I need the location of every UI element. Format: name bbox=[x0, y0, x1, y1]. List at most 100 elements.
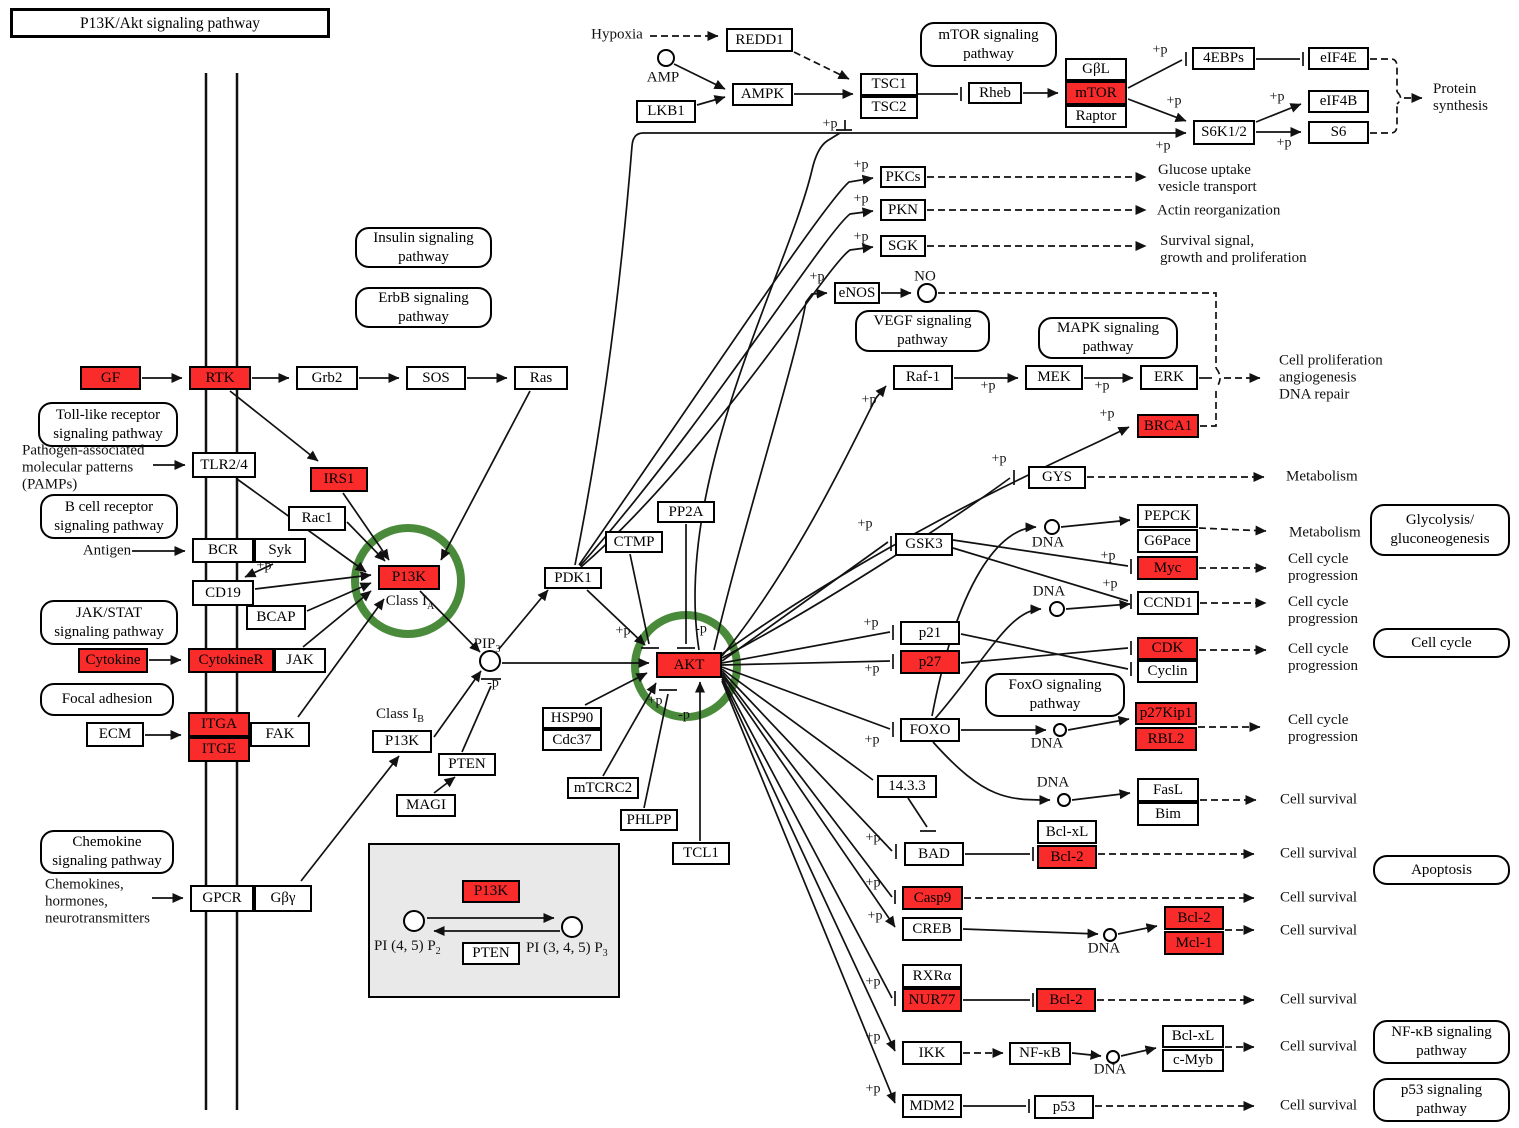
node-brca1[interactable]: BRCA1 bbox=[1137, 414, 1199, 438]
node-bad[interactable]: BAD bbox=[904, 842, 964, 866]
node-rxra[interactable]: RXRα bbox=[902, 964, 962, 988]
node-pepck[interactable]: PEPCK bbox=[1137, 504, 1198, 528]
node-erk[interactable]: ERK bbox=[1140, 365, 1198, 390]
node-cyclin[interactable]: Cyclin bbox=[1137, 660, 1198, 683]
node-gpcr[interactable]: GPCR bbox=[190, 885, 254, 912]
node-eif4b[interactable]: eIF4B bbox=[1308, 90, 1369, 113]
node-syk[interactable]: Syk bbox=[254, 538, 306, 563]
node-p27kip1[interactable]: p27Kip1 bbox=[1135, 702, 1197, 725]
node-tcl1[interactable]: TCL1 bbox=[672, 842, 730, 865]
node-tlr24[interactable]: TLR2/4 bbox=[192, 452, 256, 478]
node-gys[interactable]: GYS bbox=[1028, 466, 1086, 489]
node-raptor[interactable]: Raptor bbox=[1065, 105, 1127, 128]
node-s6k12[interactable]: S6K1/2 bbox=[1193, 120, 1255, 145]
pathway-mapk[interactable]: MAPK signaling pathway bbox=[1038, 317, 1178, 359]
node-ccnd1[interactable]: CCND1 bbox=[1137, 591, 1199, 615]
pathway-apoptosis[interactable]: Apoptosis bbox=[1373, 855, 1510, 885]
node-pten[interactable]: PTEN bbox=[438, 753, 496, 776]
node-g6pace[interactable]: G6Pace bbox=[1137, 529, 1198, 553]
node-cytokiner[interactable]: CytokineR bbox=[188, 648, 274, 673]
node-ecm[interactable]: ECM bbox=[86, 722, 144, 747]
node-mtor[interactable]: mTOR bbox=[1065, 81, 1127, 105]
node-pkcs[interactable]: PKCs bbox=[880, 166, 926, 188]
node-rheb[interactable]: Rheb bbox=[968, 82, 1022, 104]
node-p27[interactable]: p27 bbox=[900, 650, 960, 674]
pathway-toll[interactable]: Toll-like receptor signaling pathway bbox=[38, 402, 178, 447]
node-cdc37[interactable]: Cdc37 bbox=[542, 729, 602, 751]
node-s6[interactable]: S6 bbox=[1308, 121, 1369, 144]
node-akt[interactable]: AKT bbox=[656, 652, 722, 678]
node-redd1[interactable]: REDD1 bbox=[726, 28, 793, 52]
node-pkn[interactable]: PKN bbox=[880, 199, 926, 221]
node-mek[interactable]: MEK bbox=[1025, 365, 1083, 390]
node-4ebps[interactable]: 4EBPs bbox=[1192, 47, 1255, 70]
node-jak[interactable]: JAK bbox=[274, 648, 326, 673]
node-p13k-classib[interactable]: P13K bbox=[372, 730, 432, 753]
pathway-mtor[interactable]: mTOR signaling pathway bbox=[920, 22, 1057, 67]
node-lkb1[interactable]: LKB1 bbox=[636, 100, 696, 123]
node-bclxl-1[interactable]: Bcl-xL bbox=[1037, 820, 1097, 844]
pathway-erbb[interactable]: ErbB signaling pathway bbox=[355, 287, 492, 328]
node-pdk1[interactable]: PDK1 bbox=[544, 567, 602, 589]
inset-p13k[interactable]: P13K bbox=[462, 880, 520, 903]
node-bim[interactable]: Bim bbox=[1137, 802, 1199, 826]
node-gbg[interactable]: Gβγ bbox=[254, 885, 312, 912]
node-rac1[interactable]: Rac1 bbox=[288, 506, 346, 531]
node-magi[interactable]: MAGI bbox=[396, 794, 456, 817]
node-cytokine[interactable]: Cytokine bbox=[78, 648, 148, 673]
node-tsc2[interactable]: TSC2 bbox=[860, 96, 918, 119]
node-ras[interactable]: Ras bbox=[514, 366, 568, 390]
node-bcap[interactable]: BCAP bbox=[246, 605, 306, 630]
node-enos[interactable]: eNOS bbox=[834, 282, 880, 304]
node-cd19[interactable]: CD19 bbox=[192, 580, 254, 606]
node-ikk[interactable]: IKK bbox=[902, 1041, 962, 1065]
node-cmyb[interactable]: c-Myb bbox=[1162, 1049, 1224, 1072]
node-raf1[interactable]: Raf-1 bbox=[893, 365, 953, 390]
node-gbl[interactable]: GβL bbox=[1065, 58, 1127, 81]
node-pp2a[interactable]: PP2A bbox=[657, 501, 715, 523]
node-sgk[interactable]: SGK bbox=[880, 235, 926, 257]
node-itga[interactable]: ITGA bbox=[188, 712, 250, 737]
pathway-focal[interactable]: Focal adhesion bbox=[40, 683, 174, 716]
node-bcl2-3[interactable]: Bcl-2 bbox=[1036, 988, 1096, 1012]
node-nur77[interactable]: NUR77 bbox=[902, 988, 962, 1012]
node-sos[interactable]: SOS bbox=[406, 366, 466, 390]
node-bcl2-1[interactable]: Bcl-2 bbox=[1037, 845, 1097, 869]
node-bclxl-2[interactable]: Bcl-xL bbox=[1162, 1025, 1224, 1048]
node-irs1[interactable]: IRS1 bbox=[310, 467, 368, 492]
node-fak[interactable]: FAK bbox=[250, 722, 310, 747]
node-gf[interactable]: GF bbox=[80, 366, 141, 390]
node-phlpp[interactable]: PHLPP bbox=[620, 809, 678, 831]
node-rtk[interactable]: RTK bbox=[189, 366, 251, 390]
node-myc[interactable]: Myc bbox=[1137, 556, 1198, 580]
pathway-insulin[interactable]: Insulin signaling pathway bbox=[355, 227, 492, 268]
node-eif4e[interactable]: eIF4E bbox=[1308, 47, 1369, 70]
pathway-nfkb[interactable]: NF-κB signaling pathway bbox=[1373, 1020, 1510, 1064]
node-creb[interactable]: CREB bbox=[902, 917, 962, 941]
node-ampk[interactable]: AMPK bbox=[732, 83, 793, 106]
node-gsk3[interactable]: GSK3 bbox=[895, 533, 953, 556]
node-1433[interactable]: 14.3.3 bbox=[877, 775, 937, 798]
node-bcl2-2[interactable]: Bcl-2 bbox=[1164, 906, 1224, 930]
pathway-bcell[interactable]: B cell receptor signaling pathway bbox=[40, 494, 178, 539]
pathway-jakstat[interactable]: JAK/STAT signaling pathway bbox=[40, 600, 178, 645]
node-hsp90[interactable]: HSP90 bbox=[542, 707, 602, 729]
pathway-p53[interactable]: p53 signaling pathway bbox=[1373, 1078, 1510, 1122]
pathway-foxo[interactable]: FoxO signaling pathway bbox=[985, 673, 1125, 717]
node-p53[interactable]: p53 bbox=[1034, 1095, 1094, 1119]
node-grb2[interactable]: Grb2 bbox=[296, 366, 358, 390]
node-cdk[interactable]: CDK bbox=[1137, 637, 1198, 660]
pathway-vegf[interactable]: VEGF signaling pathway bbox=[855, 310, 990, 352]
node-mtcrc2[interactable]: mTCRC2 bbox=[567, 777, 639, 799]
inset-pten[interactable]: PTEN bbox=[462, 942, 520, 965]
node-ctmp[interactable]: CTMP bbox=[605, 531, 663, 553]
pathway-glycolysis[interactable]: Glycolysis/ gluconeogenesis bbox=[1370, 504, 1510, 556]
node-p13k[interactable]: P13K bbox=[378, 565, 440, 590]
node-nfkb[interactable]: NF-κB bbox=[1009, 1042, 1071, 1065]
pathway-chemokine[interactable]: Chemokine signaling pathway bbox=[40, 830, 174, 874]
node-mdm2[interactable]: MDM2 bbox=[902, 1094, 962, 1118]
pathway-cellcycle[interactable]: Cell cycle bbox=[1373, 628, 1510, 658]
node-mcl1[interactable]: Mcl-1 bbox=[1164, 931, 1224, 955]
node-itge[interactable]: ITGE bbox=[188, 737, 250, 762]
node-foxo[interactable]: FOXO bbox=[900, 718, 960, 742]
